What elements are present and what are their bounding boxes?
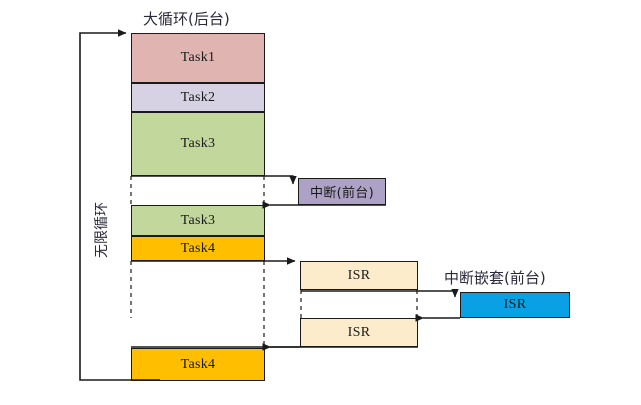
task-block-label: Task3 — [180, 212, 216, 228]
task-block-task4-first: Task4 — [131, 236, 265, 261]
task-block-task4-second: Task4 — [131, 348, 265, 381]
isr-block-nested-label: ISR — [503, 297, 527, 312]
isr-block-nested: ISR — [460, 292, 570, 318]
arrow-enter-interrupt — [131, 175, 297, 185]
infinite-loop-label: 无限循环 — [94, 202, 110, 258]
task-block-label: Task3 — [180, 136, 216, 151]
task-block-task3-second: Task3 — [131, 205, 265, 236]
main-loop-title: 大循环(后台) — [143, 10, 230, 28]
arrow-enter-nested-isr — [301, 289, 459, 298]
isr-block-label: ISR — [347, 267, 371, 283]
isr-block-first: ISR — [300, 261, 418, 290]
interrupt-block: 中断(前台) — [298, 178, 386, 205]
task-block-task2: Task2 — [131, 83, 265, 112]
task-block-label: Task4 — [180, 240, 216, 256]
task-block-task1: Task1 — [131, 33, 265, 83]
nested-interrupt-title: 中断嵌套(前台) — [444, 269, 546, 287]
task-block-label: Task1 — [180, 50, 216, 65]
dashed-guide-isr — [300, 290, 418, 318]
task-block-task3-first: Task3 — [131, 112, 265, 176]
interrupt-block-label: 中断(前台) — [310, 186, 374, 201]
isr-block-label: ISR — [347, 324, 371, 340]
isr-block-second: ISR — [300, 318, 418, 347]
task-block-label: Task2 — [180, 89, 216, 105]
task-block-label: Task4 — [180, 356, 216, 372]
